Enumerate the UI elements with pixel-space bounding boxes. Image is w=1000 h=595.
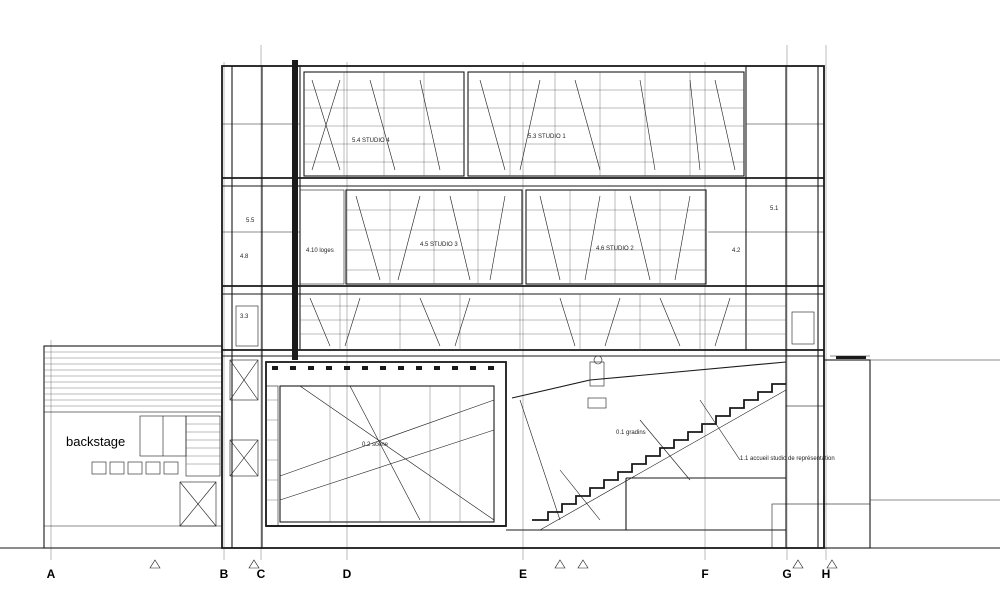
main-building-outline [221,65,825,549]
stage-volume [265,361,507,527]
label-room-4-10: 4.10 loges [306,248,334,254]
auditorium-seating [506,355,787,531]
grid-label-c: C [257,567,266,581]
grid-label-f: F [701,567,708,581]
label-room-3-3: 3.3 [240,314,249,320]
grid-axis-lines [50,45,827,560]
grid-label-e: E [519,567,527,581]
room-labels: 5.4 STUDIO 4 5.3 STUDIO 1 4.5 STUDIO 3 4… [66,134,835,462]
label-scene: 0.2 scène [362,442,389,448]
label-room-4-2: 4.2 [732,248,741,254]
level-3-band [235,294,815,350]
grid-label-a: A [47,567,56,581]
label-backstage: backstage [66,434,125,449]
label-studio-3: 4.5 STUDIO 3 [420,242,458,248]
right-annex [771,355,1000,549]
label-accueil: 1.1 accueil studio de représentation [740,456,835,462]
label-room-5-5: 5.5 [246,218,255,224]
left-circulation-core [229,60,298,477]
label-studio-2: 4.6 STUDIO 2 [596,246,634,252]
label-gradins: 0.1 gradins [616,430,646,436]
middle-studios [299,189,707,285]
upper-studios [303,71,745,177]
label-studio-1: 5.3 STUDIO 1 [528,134,566,140]
section-markers [149,559,838,569]
grid-label-h: H [822,567,831,581]
backstage-annex [43,345,223,549]
label-room-4-8: 4.8 [240,254,249,260]
label-room-5-1: 5.1 [770,206,779,212]
grid-label-g: G [782,567,791,581]
grid-axis-labels: A B C D E F G H [47,567,831,581]
grid-label-d: D [343,567,352,581]
grid-label-b: B [220,567,229,581]
label-studio-4: 5.4 STUDIO 4 [352,138,390,144]
